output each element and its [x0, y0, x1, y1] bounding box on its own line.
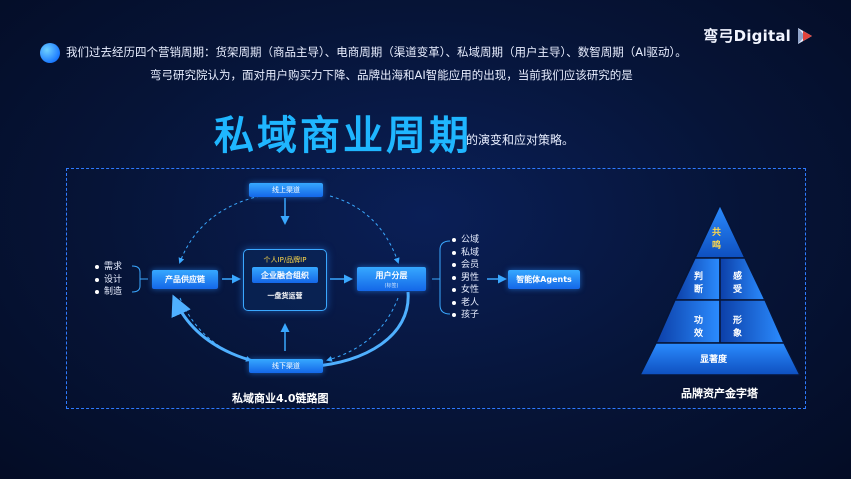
core-ops-label: 一盘货运营 [267, 292, 303, 300]
left-list: 需求 设计 制造 [95, 261, 122, 299]
arc-bottom-right [326, 297, 399, 362]
brand-name: 弯弓Digital [703, 27, 791, 45]
pyramid-mid-left-label: 判 断 [694, 272, 704, 295]
list-item: 老人 [452, 297, 479, 310]
list-item: 私域 [452, 247, 479, 260]
list-item: 制造 [95, 286, 122, 299]
core-ip-label: 个人IP/品牌IP [263, 256, 307, 264]
pyramid-caption: 品牌资产金字塔 [681, 387, 758, 400]
brace-right [432, 240, 451, 315]
diagram-caption: 私域商业4.0链路图 [232, 392, 329, 405]
supply-chain-box: 产品供应链 [152, 270, 218, 289]
brand-logo: 弯弓Digital [703, 25, 815, 46]
arc-top-left [178, 195, 261, 264]
bullet-icon [452, 275, 456, 280]
headline-suffix: 的演变和应对策略。 [466, 133, 575, 147]
pyramid-mid-right-label: 感 受 [733, 272, 743, 295]
bullet-icon [95, 265, 99, 270]
intro-line-1: 我们过去经历四个营销周期：货架周期（商品主导）、电商周期（渠道变革）、私域周期（… [66, 45, 687, 59]
pyramid-low-left-label: 功 效 [694, 316, 704, 339]
online-channel-box: 线上渠道 [249, 183, 323, 197]
pyramid-tier-mid-right [719, 257, 767, 301]
agents-box: 智能体Agents [508, 270, 580, 289]
bullet-icon [452, 250, 456, 255]
pyramid-tier-low-left [654, 299, 721, 344]
core-org-label: 企业融合组织 [252, 267, 318, 283]
list-item: 需求 [95, 261, 122, 274]
pyramid-top-label: 共 鸣 [712, 228, 722, 251]
core-organization: 个人IP/品牌IP 企业融合组织 一盘货运营 [243, 249, 327, 311]
list-item: 孩子 [452, 309, 479, 322]
bullet-icon [95, 290, 99, 295]
brand-mark-icon [798, 27, 812, 44]
list-item: 设计 [95, 274, 122, 287]
list-item: 公域 [452, 234, 479, 247]
list-item: 男性 [452, 272, 479, 285]
pyramid-tier-low-right [719, 299, 786, 344]
user-layer-sub: (标签) [384, 282, 399, 289]
right-list: 公域 私域 会员 男性 女性 老人 孩子 [452, 234, 479, 322]
user-layer-box: 用户分层 (标签) [357, 267, 426, 291]
bullet-icon [452, 300, 456, 305]
headline-main: 私域商业周期 [214, 113, 472, 159]
offline-channel-box: 线下渠道 [249, 359, 323, 373]
bullet-icon [95, 277, 99, 282]
diagram-frame [66, 168, 806, 409]
list-item: 会员 [452, 259, 479, 272]
bullet-icon [452, 238, 456, 243]
bullet-icon [452, 313, 456, 318]
pyramid-base-label: 显著度 [700, 355, 728, 365]
arc-top-right [329, 195, 400, 264]
intro-line-2: 弯弓研究院认为，面对用户购买力下降、品牌出海和AI智能应用的出现，当前我们应该研… [150, 68, 633, 82]
user-layer-label: 用户分层 [375, 270, 408, 280]
brace-left [131, 265, 148, 293]
bullet-icon [452, 288, 456, 293]
list-item: 女性 [452, 284, 479, 297]
pyramid-low-right-label: 形 象 [733, 316, 743, 339]
pyramid-tier-base [638, 342, 802, 376]
bullet-dot-icon [40, 43, 60, 63]
bullet-icon [452, 263, 456, 268]
